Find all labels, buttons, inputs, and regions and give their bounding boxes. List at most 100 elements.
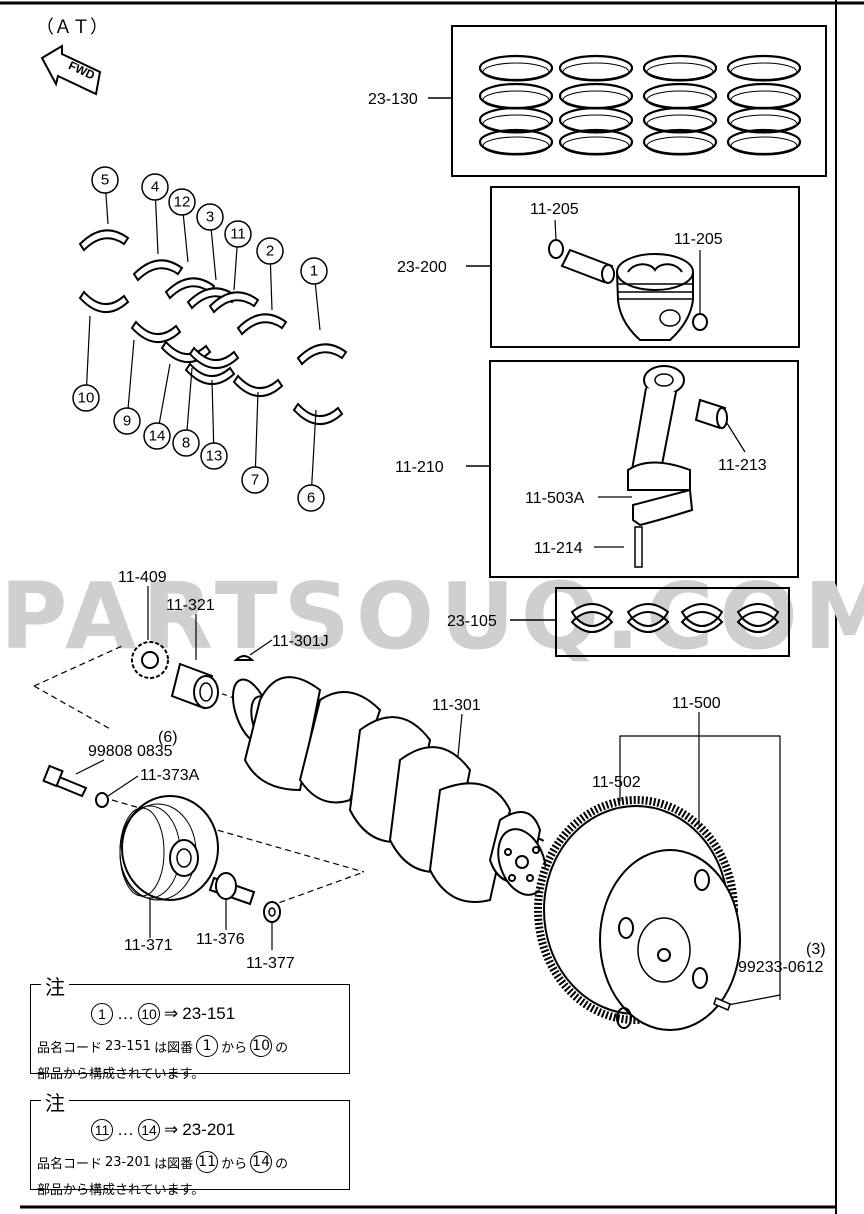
note-1-desc-b: は図番 xyxy=(154,1040,194,1056)
set-label-11-210: 11-210 xyxy=(395,459,444,476)
crank-gear-icon xyxy=(170,662,219,710)
note-2-desc-from: 11 xyxy=(196,1151,219,1173)
rod-bearing-4 xyxy=(736,603,780,633)
note-1-title: 注 xyxy=(41,971,69,1000)
note-1-target: 23-151 xyxy=(182,1004,236,1023)
set-box-23-200 xyxy=(490,186,800,348)
note-1-desc-from: 1 xyxy=(196,1035,219,1057)
piston-rings-group xyxy=(478,54,802,156)
part-11-409: 11-409 xyxy=(118,569,167,586)
set-box-23-130 xyxy=(451,25,827,177)
part-11-502: 11-502 xyxy=(592,774,641,791)
part-11-373a: 11-373A xyxy=(140,767,200,784)
lower-shell-5 xyxy=(232,374,284,397)
note-2-to: 14 xyxy=(138,1119,160,1141)
ring-set-1 xyxy=(478,54,554,156)
note-2-desc-c: から xyxy=(221,1156,248,1172)
callout-number-11: 11 xyxy=(230,226,246,243)
note-1-desc: 品名コード 23-151 は図番 1 から 10 の xyxy=(37,1035,288,1057)
part-11-503a: 11-503A xyxy=(525,490,585,507)
timing-sprocket-icon xyxy=(131,641,169,679)
connecting-rod-icon xyxy=(627,365,694,568)
part-11-301j: 11-301J xyxy=(272,633,329,650)
callout-5: 5 xyxy=(91,166,119,225)
piston-pin-clip-icon xyxy=(548,239,564,259)
callout-number-4: 4 xyxy=(151,179,159,196)
note-2-desc-a: 品名コード xyxy=(37,1156,103,1172)
callout-7: 7 xyxy=(241,391,269,494)
part-11-371: 11-371 xyxy=(124,937,173,954)
note-box-2: 注 11 … 14 ⇒ 23-201 品名コード 23-201 は図番 11 か… xyxy=(30,1087,350,1198)
part-11-213: 11-213 xyxy=(718,457,767,474)
callout-number-10: 10 xyxy=(78,390,95,407)
note-1-range: 1 … 10 ⇒ 23-151 xyxy=(91,1003,235,1025)
upper-shell-2 xyxy=(132,259,184,282)
part-11-205-a: 11-205 xyxy=(530,201,579,218)
note-1-desc-code: 23-151 xyxy=(105,1038,152,1054)
leader-lines xyxy=(33,586,781,1006)
note-2-desc-code: 23-201 xyxy=(105,1154,152,1170)
callout-number-8: 8 xyxy=(182,435,190,452)
pulley-washer-icon xyxy=(263,901,281,923)
ring-set-4 xyxy=(726,54,802,156)
callout-number-3: 3 xyxy=(206,209,214,226)
callout-12: 12 xyxy=(168,188,196,263)
note-2-from: 11 xyxy=(91,1119,113,1141)
part-11-500: 11-500 xyxy=(672,695,721,712)
note-1-desc-c: から xyxy=(221,1040,248,1056)
drive-plate-bolt-icon xyxy=(713,996,731,1012)
rod-bearing-2 xyxy=(626,603,670,633)
callout-number-12: 12 xyxy=(174,194,191,211)
part-11-377: 11-377 xyxy=(246,955,295,972)
note-box-1: 注 1 … 10 ⇒ 23-151 品名コード 23-151 は図番 1 から … xyxy=(30,971,350,1082)
note-2-desc-b: は図番 xyxy=(154,1156,194,1172)
lower-shell-1 xyxy=(78,290,130,313)
piston-icon xyxy=(616,253,694,341)
callout-14: 14 xyxy=(143,363,171,450)
crankshaft-icon xyxy=(231,676,547,903)
set-box-23-105 xyxy=(555,587,790,657)
note-1-desc-d: の xyxy=(275,1040,289,1056)
upper-shell-7 xyxy=(296,343,348,366)
note-2-desc: 品名コード 23-201 は図番 11 から 14 の xyxy=(37,1151,288,1173)
callout-4: 4 xyxy=(141,173,169,255)
callout-number-1: 1 xyxy=(310,263,318,280)
callout-13: 13 xyxy=(200,379,228,470)
rod-bearing-1 xyxy=(570,603,614,633)
callout-9: 9 xyxy=(113,339,141,435)
part-99808: 99808 0835 xyxy=(88,743,173,760)
callout-1: 1 xyxy=(300,257,328,331)
pulley-bolt-icon xyxy=(208,872,256,906)
ring-set-3 xyxy=(642,54,718,156)
main-bearing-shells xyxy=(78,229,348,425)
lower-shell-2 xyxy=(130,320,182,343)
set-box-11-210 xyxy=(489,360,799,578)
set-label-23-105: 23-105 xyxy=(447,613,497,630)
callout-number-7: 7 xyxy=(251,472,259,489)
note-2-target: 23-201 xyxy=(182,1120,236,1139)
callout-11: 11 xyxy=(224,220,252,291)
variant-label: （ＡＴ） xyxy=(36,17,108,37)
note-1-arrow: ⇒ xyxy=(164,1004,179,1023)
part-11-205-b: 11-205 xyxy=(674,231,723,248)
note-2-desc-end: 部品から構成されています。 xyxy=(37,1183,205,1198)
note-1-from: 1 xyxy=(91,1003,113,1025)
rod-bearings-group xyxy=(570,603,780,633)
part-99233-qty: (3) xyxy=(806,941,826,958)
rod-bearing-3 xyxy=(680,603,724,633)
callout-number-6: 6 xyxy=(307,490,315,507)
callout-2: 2 xyxy=(256,237,284,311)
note-1-desc-to: 10 xyxy=(250,1035,273,1057)
note-2-desc-d: の xyxy=(275,1156,289,1172)
part-11-321: 11-321 xyxy=(166,597,215,614)
note-1-desc-a: 品名コード xyxy=(37,1040,103,1056)
upper-shell-4 xyxy=(186,287,238,310)
callout-3: 3 xyxy=(196,203,224,281)
upper-shell-6 xyxy=(236,313,288,336)
part-11-376: 11-376 xyxy=(196,931,245,948)
callout-number-14: 14 xyxy=(149,428,166,445)
piston-pin-clip-2-icon xyxy=(692,313,708,331)
